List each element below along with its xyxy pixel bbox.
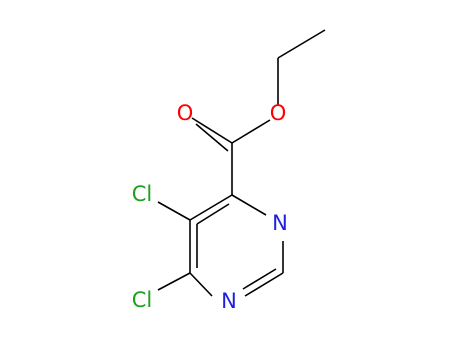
bond-ring-n1-c6	[189, 272, 213, 297]
bond-ester-o-c	[231, 119, 271, 144]
bond-ring-c2-n1-b	[242, 268, 277, 290]
bond-carbonyl-double-a	[191, 117, 233, 144]
bond-carbonyl-double-b	[195, 123, 229, 152]
bond-ethyl-c-c	[277, 29, 326, 59]
bond-ring-c5-c4-b	[196, 203, 230, 225]
atom-labels: O O N N Cl Cl	[132, 101, 288, 313]
chlorine-6-label: Cl	[132, 288, 153, 312]
bond-c5-cl	[157, 201, 191, 221]
bond-c6-cl	[157, 272, 191, 291]
bond-ring-c5-c4-a	[189, 194, 233, 221]
carbonyl-oxygen-label: O	[177, 101, 194, 125]
ester-oxygen-label: O	[270, 101, 287, 125]
bond-ring-c4-n3	[231, 194, 267, 216]
bonds	[157, 29, 326, 297]
ring-nitrogen-3-label: N	[272, 211, 288, 235]
ring-nitrogen-1-label: N	[221, 289, 237, 313]
bond-ring-c2-n1-a	[244, 272, 284, 297]
chlorine-5-label: Cl	[132, 182, 153, 206]
